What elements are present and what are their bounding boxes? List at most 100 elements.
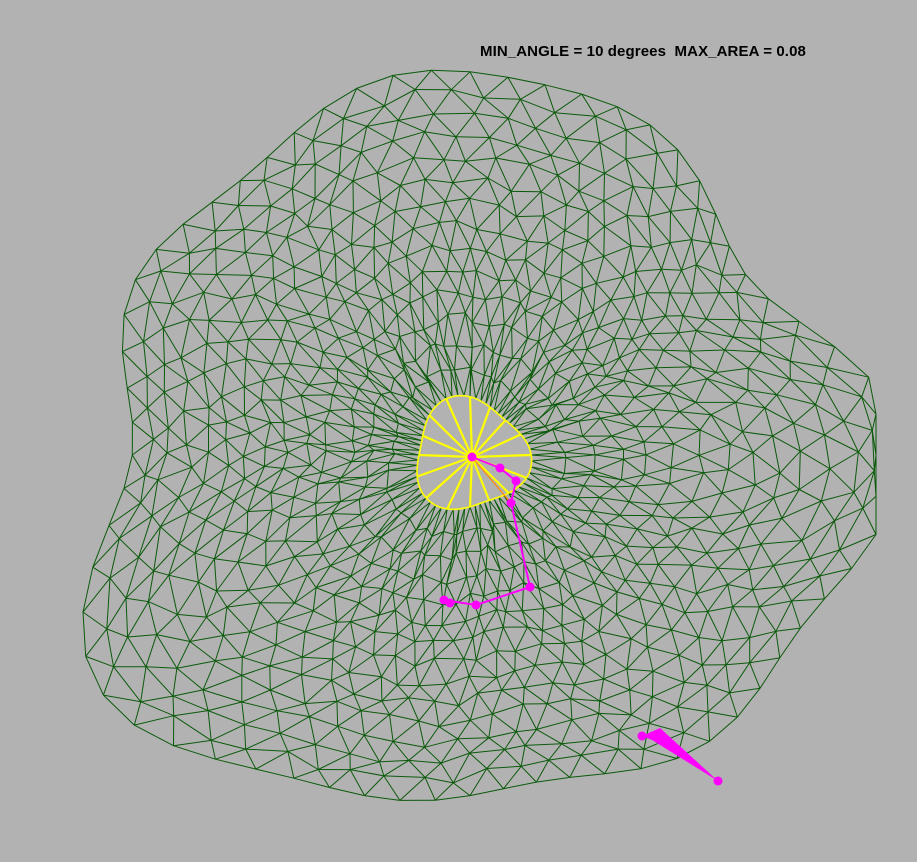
mesh-diagonal-edge bbox=[314, 198, 330, 206]
mesh-radial-edge bbox=[643, 441, 674, 445]
mesh-diagonal-edge bbox=[614, 555, 626, 581]
mesh-ring-edge bbox=[515, 643, 542, 652]
mesh-radial-edge bbox=[248, 584, 279, 591]
mesh-ring-edge bbox=[242, 656, 270, 667]
mesh-diagonal-edge bbox=[371, 434, 395, 442]
mesh-diagonal-edge bbox=[287, 320, 316, 329]
mesh-ring-edge bbox=[529, 163, 558, 176]
mesh-radial-edge bbox=[366, 105, 385, 127]
mesh-ring-edge bbox=[162, 328, 165, 365]
mesh-radial-edge bbox=[557, 162, 580, 176]
mesh-radial-edge bbox=[706, 685, 709, 712]
mesh-radial-edge bbox=[570, 698, 573, 720]
mesh-ring-edge bbox=[485, 296, 503, 301]
mesh-boundary-edge bbox=[469, 71, 508, 78]
mesh-diagonal-edge bbox=[367, 376, 391, 393]
mesh-ring-edge bbox=[747, 367, 778, 396]
magenta-vertex-dot-icon bbox=[525, 582, 535, 592]
mesh-ring-edge bbox=[231, 275, 252, 300]
fan-spoke bbox=[428, 414, 473, 458]
mesh-diagonal-edge bbox=[351, 408, 374, 415]
mesh-ring-edge bbox=[676, 527, 693, 548]
mesh-radial-edge bbox=[392, 741, 410, 761]
mesh-ring-edge bbox=[244, 724, 281, 734]
mesh-diagonal-edge bbox=[497, 590, 507, 612]
mesh-radial-edge bbox=[583, 485, 600, 498]
mesh-diagonal-edge bbox=[822, 367, 828, 385]
mesh-diagonal-edge bbox=[503, 765, 522, 790]
mesh-diagonal-edge bbox=[871, 430, 877, 456]
mesh-ring-edge bbox=[350, 398, 356, 410]
mesh-ring-edge bbox=[338, 477, 342, 483]
mesh-radial-edge bbox=[635, 247, 652, 272]
mesh-radial-edge bbox=[285, 540, 318, 543]
mesh-radial-edge bbox=[153, 570, 169, 576]
mesh-ring-edge bbox=[227, 322, 242, 343]
mesh-ring-edge bbox=[605, 375, 624, 381]
mesh-diagonal-edge bbox=[437, 322, 445, 347]
mesh-radial-edge bbox=[367, 462, 389, 478]
mesh-diagonal-edge bbox=[424, 131, 445, 161]
mesh-ring-edge bbox=[469, 749, 505, 754]
mesh-radial-edge bbox=[422, 574, 425, 600]
mesh-radial-edge bbox=[296, 341, 324, 353]
mesh-ring-edge bbox=[397, 633, 416, 643]
mesh-radial-edge bbox=[214, 230, 217, 249]
mesh-radial-edge bbox=[469, 229, 478, 249]
mesh-radial-edge bbox=[332, 640, 334, 659]
mesh-radial-edge bbox=[398, 422, 424, 437]
mesh-radial-edge bbox=[458, 705, 471, 721]
mesh-ring-edge bbox=[631, 339, 640, 350]
mesh-ring-edge bbox=[237, 533, 248, 563]
mesh-diagonal-edge bbox=[424, 159, 445, 180]
mesh-ring-edge bbox=[528, 537, 543, 545]
mesh-diagonal-edge bbox=[715, 367, 749, 373]
mesh-diagonal-edge bbox=[527, 428, 554, 445]
mesh-diagonal-edge bbox=[528, 543, 546, 562]
mesh-diagonal-edge bbox=[469, 692, 479, 721]
mesh-radial-edge bbox=[706, 552, 719, 569]
mesh-radial-edge bbox=[649, 332, 679, 335]
mesh-radial-edge bbox=[331, 672, 350, 681]
mesh-radial-edge bbox=[528, 543, 537, 565]
mesh-ring-edge bbox=[627, 370, 649, 387]
mesh-radial-edge bbox=[421, 271, 424, 297]
mesh-radial-edge bbox=[151, 497, 179, 517]
mesh-radial-edge bbox=[681, 239, 693, 271]
mesh-diagonal-edge bbox=[522, 703, 538, 730]
mesh-diagonal-edge bbox=[321, 276, 327, 298]
mesh-ring-edge bbox=[242, 456, 246, 479]
mesh-radial-edge bbox=[267, 156, 296, 166]
mesh-diagonal-edge bbox=[157, 479, 179, 498]
mesh-radial-edge bbox=[598, 713, 620, 731]
mesh-ring-edge bbox=[414, 639, 434, 643]
mesh-ring-edge bbox=[696, 567, 719, 595]
mesh-diagonal-edge bbox=[514, 670, 525, 688]
mesh-radial-edge bbox=[617, 730, 620, 750]
mesh-radial-edge bbox=[358, 388, 376, 406]
mesh-radial-edge bbox=[742, 511, 750, 526]
mesh-radial-edge bbox=[486, 251, 500, 281]
mesh-radial-edge bbox=[706, 378, 748, 391]
mesh-radial-edge bbox=[191, 466, 204, 484]
mesh-diagonal-edge bbox=[178, 482, 204, 498]
mesh-radial-edge bbox=[853, 492, 864, 509]
mesh-ring-edge bbox=[265, 565, 279, 586]
mesh-diagonal-edge bbox=[410, 282, 424, 298]
mesh-radial-edge bbox=[337, 524, 365, 530]
mesh-radial-edge bbox=[203, 363, 227, 374]
mesh-ring-edge bbox=[343, 105, 385, 119]
mesh-ring-edge bbox=[415, 381, 429, 388]
mesh-ring-edge bbox=[249, 631, 277, 646]
mesh-radial-edge bbox=[331, 229, 336, 255]
mesh-ring-edge bbox=[520, 98, 555, 114]
mesh-ring-edge bbox=[203, 343, 208, 373]
mesh-ring-edge bbox=[613, 479, 622, 488]
mesh-radial-edge bbox=[163, 319, 190, 329]
mesh-radial-edge bbox=[156, 248, 190, 254]
mesh-ring-edge bbox=[707, 692, 730, 713]
mesh-ring-edge bbox=[619, 722, 650, 731]
mesh-ring-edge bbox=[553, 329, 566, 346]
mesh-ring-edge bbox=[598, 712, 632, 716]
mesh-ring-edge bbox=[489, 137, 517, 146]
